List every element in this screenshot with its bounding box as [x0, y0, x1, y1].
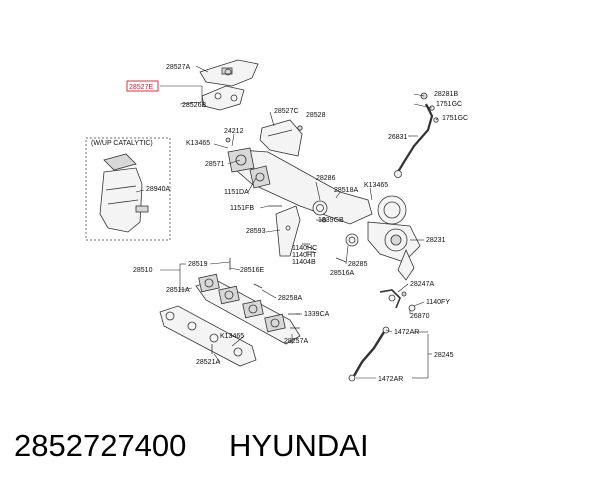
label-28516a: 28516A [330, 270, 354, 277]
label-28285: 28285 [348, 261, 368, 268]
label-28518a: 28518A [334, 187, 358, 194]
label-k13465-b: K13465 [364, 182, 388, 189]
label-28257a: 28257A [284, 338, 308, 345]
label-24212: 24212 [224, 128, 244, 135]
label-26831: 26831 [388, 134, 408, 141]
label-28510: 28510 [133, 267, 153, 274]
exhaust-manifold-turbo[interactable] [227, 147, 421, 281]
label-26870: 26870 [410, 313, 430, 320]
label-28281b: 28281B [434, 91, 458, 98]
label-28247a: 28247A [410, 281, 434, 288]
label-28571: 28571 [205, 161, 225, 168]
label-28527E: 28527E [129, 84, 153, 91]
label-28511a: 28511A [166, 287, 190, 294]
label-1339ca: 1339CA [304, 311, 330, 318]
label-1140ht: 1140HT [292, 252, 317, 259]
label-1151da: 1151DA [224, 189, 249, 196]
oil-feed-pipe[interactable] [394, 92, 439, 178]
label-28516e: 28516E [240, 267, 264, 274]
gasket-28285[interactable] [345, 233, 359, 247]
label-28527A: 28527A [166, 64, 190, 71]
heat-protector[interactable] [259, 119, 303, 157]
label-k13465-c: K13465 [220, 333, 244, 340]
label-28527C: 28527C [274, 108, 299, 115]
label-28231: 28231 [426, 237, 446, 244]
bolt-28528 [297, 125, 303, 131]
part-number: 2852727400 [14, 428, 187, 463]
parts-diagram: 28527A 28527E 28526B 28527C 28528 24212 … [85, 59, 468, 383]
label-28258a: 28258A [278, 295, 302, 302]
label-1751gc-a: 1751GC [436, 101, 462, 108]
label-28519: 28519 [188, 261, 208, 268]
heat-shield-upper[interactable] [199, 59, 259, 87]
brand-name: HYUNDAI [229, 428, 369, 463]
label-1151fb: 1151FB [230, 205, 254, 212]
footer-caption: 2852727400 HYUNDAI [14, 428, 369, 472]
gasket-28286[interactable] [312, 200, 328, 216]
label-28286: 28286 [316, 175, 336, 182]
label-28245: 28245 [434, 352, 454, 359]
exhaust-manifold-lower[interactable] [195, 273, 301, 345]
catalytic-option-box [85, 137, 171, 241]
label-28940a: 28940A [146, 186, 170, 193]
label-1472ar-a: 1472AR [394, 329, 419, 336]
label-11404b: 11404B [292, 259, 316, 266]
catalytic-option-label: (W/UP CATALYTIC) [91, 140, 153, 147]
label-28526B: 28526B [182, 102, 206, 109]
label-1140fy: 1140FY [426, 299, 450, 306]
label-1751gc-b: 1751GC [442, 115, 468, 122]
catalytic-converter[interactable] [99, 153, 149, 233]
leader-lines [135, 65, 439, 379]
label-28521a: 28521A [196, 359, 220, 366]
label-28593: 28593 [246, 228, 266, 235]
part-labels: 28527A 28527E 28526B 28527C 28528 24212 … [91, 64, 468, 383]
heat-shield-gasket[interactable] [201, 85, 245, 111]
label-28528: 28528 [306, 112, 326, 119]
label-1472ar-b: 1472AR [378, 376, 403, 383]
manifold-gasket[interactable] [159, 305, 257, 367]
support-bracket[interactable] [275, 205, 301, 257]
label-k13465-a: K13465 [186, 140, 210, 147]
highlight-box [126, 80, 159, 92]
label-1140hc: 1140HC [292, 245, 317, 252]
label-1339gb: 1339GB [318, 217, 344, 224]
